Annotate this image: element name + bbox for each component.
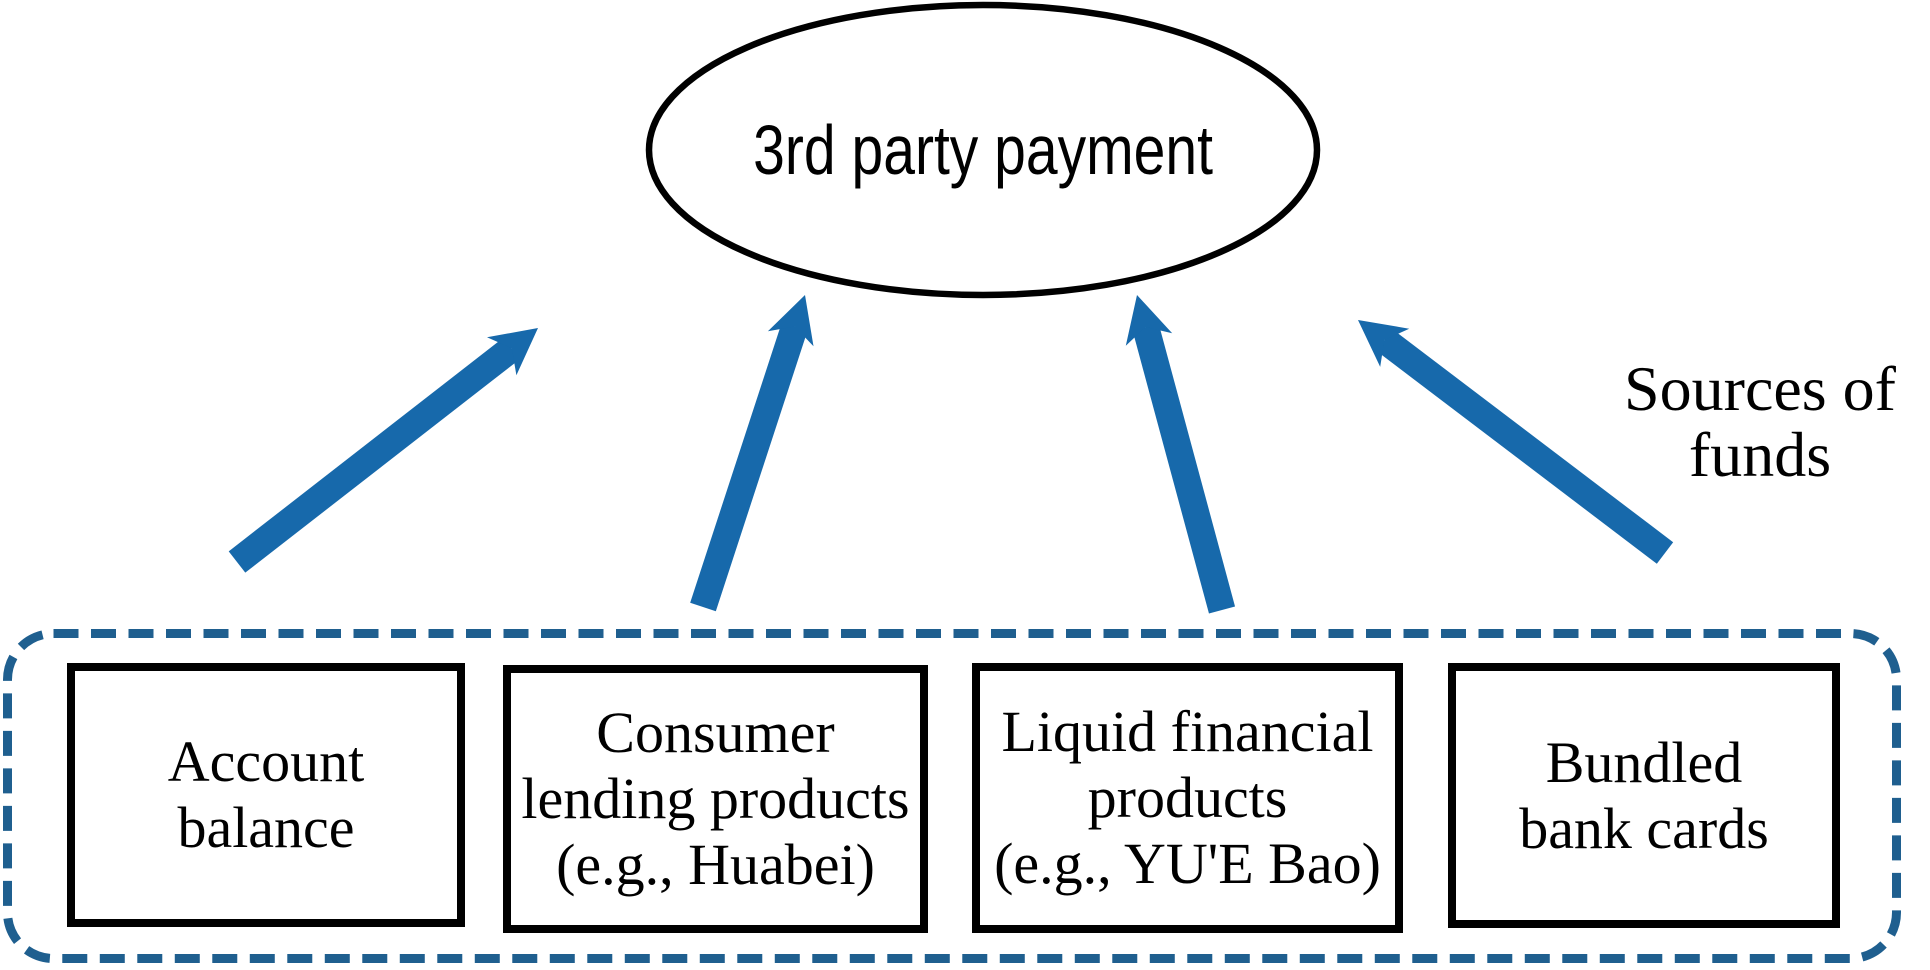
- arrow-bundled-cards: [1358, 320, 1674, 564]
- box-consumer-lending: Consumer lending products (e.g., Huabei): [503, 665, 928, 933]
- box-account-balance-label: Account balance: [167, 729, 365, 860]
- arrow-consumer-lending: [690, 295, 814, 612]
- box-liquid-financial-label: Liquid financial products (e.g., YU'E Ba…: [994, 699, 1381, 896]
- third-party-payment-label: 3rd party payment: [753, 111, 1213, 189]
- box-account-balance: Account balance: [67, 663, 465, 927]
- box-bundled-cards-label: Bundled bank cards: [1519, 729, 1769, 861]
- box-liquid-financial: Liquid financial products (e.g., YU'E Ba…: [972, 663, 1403, 933]
- box-bundled-cards: Bundled bank cards: [1448, 663, 1840, 928]
- third-party-payment-ellipse: [645, 1, 1321, 299]
- sources-of-funds-label: Sources of funds: [1624, 353, 1896, 490]
- box-consumer-lending-label: Consumer lending products (e.g., Huabei): [521, 700, 910, 897]
- arrow-liquid-financial: [1125, 295, 1236, 614]
- arrow-account-balance: [228, 328, 538, 573]
